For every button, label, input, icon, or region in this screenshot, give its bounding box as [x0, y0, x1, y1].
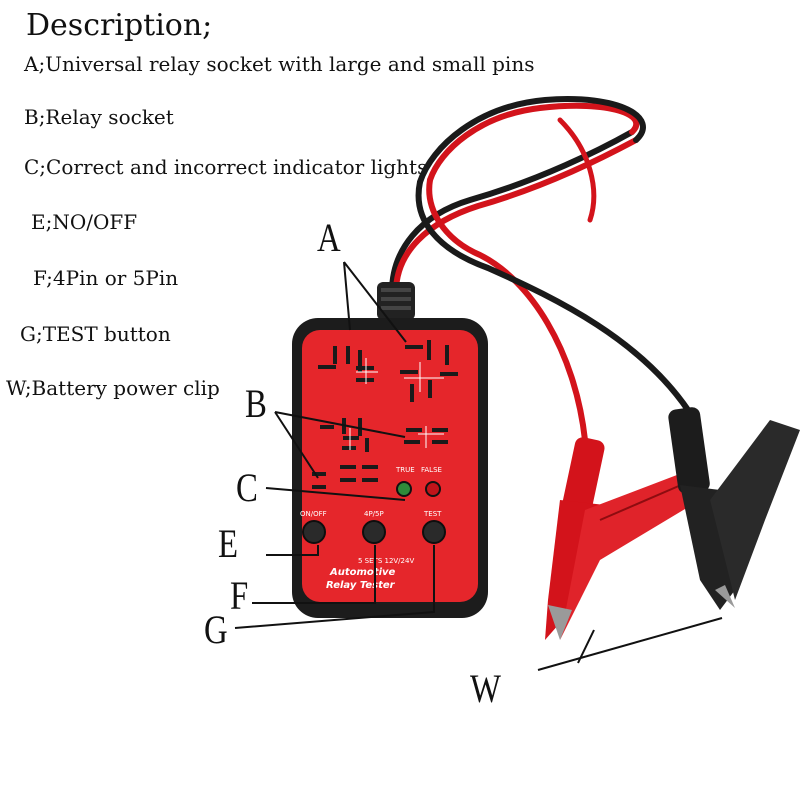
callout-f: F	[230, 573, 249, 618]
pin-select-label: 4P/5P	[364, 510, 384, 518]
product-name-line2: Relay Tester	[326, 580, 396, 591]
description-c: C;Correct and incorrect indicator lights	[24, 155, 428, 179]
callout-a: A	[317, 215, 341, 260]
power-cable	[389, 96, 691, 443]
callout-b: B	[245, 381, 267, 426]
callout-lines	[234, 261, 723, 671]
callout-e: E	[218, 521, 239, 566]
description-a: A;Universal relay socket with large and …	[24, 52, 535, 76]
red-battery-clip	[545, 437, 700, 640]
black-battery-clip	[668, 407, 800, 610]
product-name-line1: Automotive	[329, 567, 396, 578]
false-label: FALSE	[421, 466, 442, 474]
onoff-button[interactable]	[302, 520, 326, 544]
test-label: TEST	[423, 510, 442, 518]
pin-select-button[interactable]	[362, 520, 386, 544]
true-label: TRUE	[395, 466, 415, 474]
spec-text: 5 SETS 12V/24V	[358, 557, 414, 565]
callout-w: W	[470, 666, 501, 711]
description-w: W;Battery power clip	[6, 376, 220, 400]
false-indicator-light	[425, 481, 441, 497]
description-e: E;NO/OFF	[31, 210, 138, 234]
relay-socket-slots	[312, 340, 458, 489]
true-indicator-light	[396, 481, 412, 497]
onoff-label: ON/OFF	[300, 510, 327, 518]
description-b: B;Relay socket	[24, 105, 174, 129]
test-button[interactable]	[422, 520, 446, 544]
description-f: F;4Pin or 5Pin	[33, 266, 179, 290]
description-g: G;TEST button	[20, 322, 171, 346]
description-heading: Description;	[26, 8, 213, 43]
callout-c: C	[236, 465, 258, 510]
callout-g: G	[204, 607, 228, 652]
